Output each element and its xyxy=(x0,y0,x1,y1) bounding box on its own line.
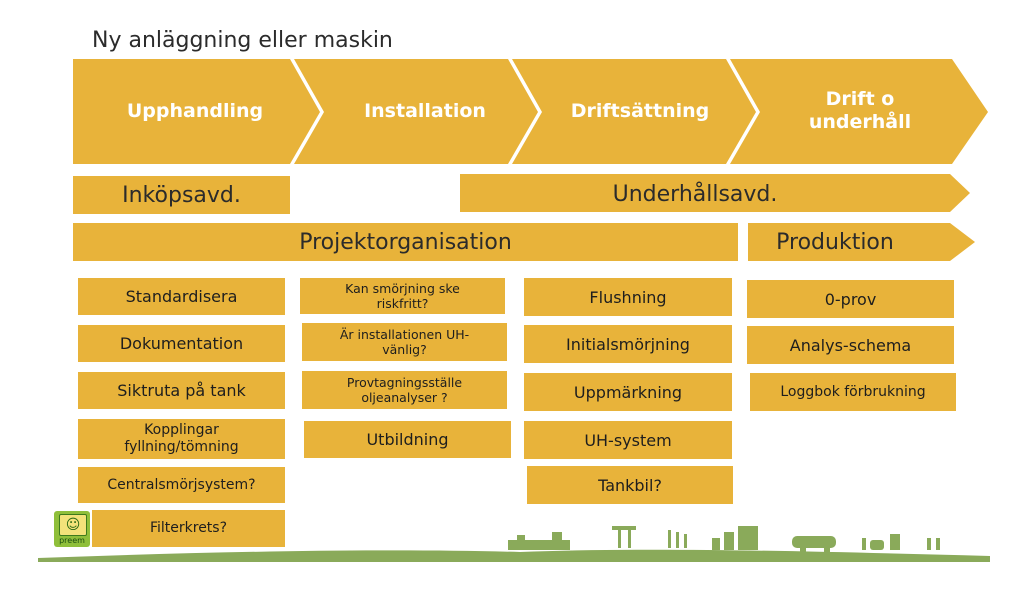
page-title: Ny anläggning eller maskin xyxy=(92,28,393,53)
task-box: Flushning xyxy=(524,278,732,316)
task-box: Dokumentation xyxy=(78,325,285,362)
underhall-label: Underhållsavd. xyxy=(612,181,778,207)
logo-text: preem xyxy=(59,536,85,545)
task-box: Utbildning xyxy=(304,421,511,458)
projekt-bar: Projektorganisation xyxy=(73,223,738,261)
produktion-label: Produktion xyxy=(776,229,894,255)
underhall-label-wrap: Underhållsavd. xyxy=(600,176,790,212)
chevron-upphandling xyxy=(73,59,320,164)
task-box: Kan smörjning ske riskfritt? xyxy=(300,278,505,314)
projekt-label: Projektorganisation xyxy=(299,229,512,255)
task-box: Analys-schema xyxy=(747,326,954,364)
produktion-arrow xyxy=(748,223,975,261)
inkop-bar: Inköpsavd. xyxy=(73,176,290,214)
logo-face-icon: ☺ xyxy=(59,514,87,536)
task-box: UH-system xyxy=(524,421,732,459)
task-box: Uppmärkning xyxy=(524,373,732,411)
chevron-installation xyxy=(294,59,538,164)
phase-label-installation: Installation xyxy=(364,100,486,122)
chevron-drift xyxy=(730,59,988,164)
phase-label-driftsattning: Driftsättning xyxy=(570,100,710,122)
preem-logo-icon: ☺ preem xyxy=(54,511,90,547)
task-box: Kopplingar fyllning/tömning xyxy=(78,419,285,459)
task-box: Provtagningsställe oljeanalyser ? xyxy=(302,371,507,409)
task-box: Är installationen UH-vänlig? xyxy=(302,323,507,361)
landscape-illustration xyxy=(38,526,990,562)
inkop-label: Inköpsavd. xyxy=(122,182,241,208)
task-box: Centralsmörjsystem? xyxy=(78,467,285,503)
phase-label-upphandling: Upphandling xyxy=(126,100,264,122)
task-box: 0-prov xyxy=(747,280,954,318)
chevron-driftsattning xyxy=(512,59,756,164)
task-box: Filterkrets? xyxy=(92,510,285,547)
task-box: Initialsmörjning xyxy=(524,325,732,363)
underhall-arrow xyxy=(460,174,970,212)
task-box: Siktruta på tank xyxy=(78,372,285,409)
task-box: Tankbil? xyxy=(527,466,733,504)
phase-label-drift: Drift o underhåll xyxy=(808,88,912,133)
task-box: Loggbok förbrukning xyxy=(750,373,956,411)
produktion-label-wrap: Produktion xyxy=(760,223,910,261)
task-box: Standardisera xyxy=(78,278,285,315)
